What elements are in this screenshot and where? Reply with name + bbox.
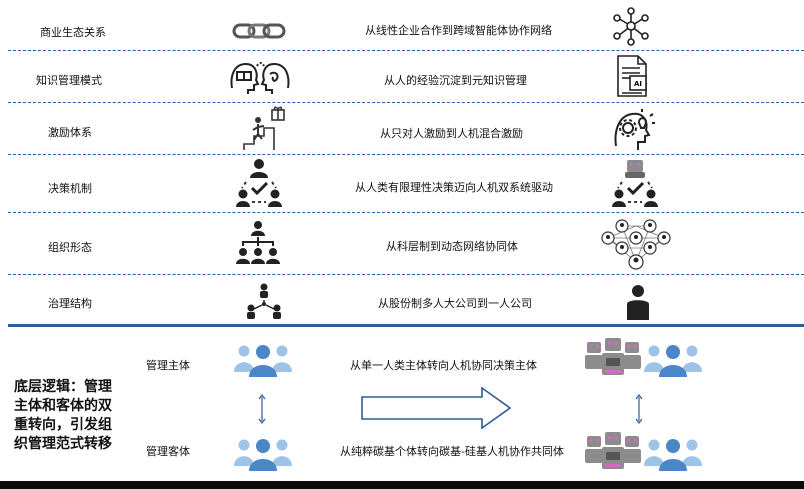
people-group-icon bbox=[644, 342, 702, 382]
row-label: 决策机制 bbox=[48, 182, 92, 195]
people-group-icon bbox=[234, 436, 292, 476]
row-decision-mechanism: 决策机制 从人类有限理性决策迈向人机双系统驱动 bbox=[0, 156, 804, 214]
robot-decision-icon bbox=[612, 158, 658, 212]
row-label: 激励体系 bbox=[48, 126, 92, 139]
hierarchy-org-icon bbox=[236, 220, 280, 270]
head-gear-bulb-icon bbox=[612, 106, 658, 156]
row-desc: 从人的经验沉淀到元知识管理 bbox=[384, 74, 527, 87]
row-label: 组织形态 bbox=[48, 241, 92, 254]
chain-link-icon bbox=[232, 20, 286, 48]
row-business-ecosystem: 商业生态关系 从线性企业合作到跨域智能体协作网络 bbox=[0, 0, 804, 52]
ai-document-icon: AI bbox=[612, 54, 652, 102]
bottom-bar bbox=[0, 481, 804, 489]
row-organization-form: 组织形态 从科层制到动态网络协同体 bbox=[0, 214, 804, 274]
object-shift-desc: 从纯粹碳基个体转向碳基-硅基人机协作共同体 bbox=[340, 445, 564, 458]
row-label: 商业生态关系 bbox=[40, 26, 106, 39]
shareholder-structure-icon bbox=[244, 282, 284, 326]
row-separator bbox=[8, 154, 804, 155]
section-divider bbox=[8, 324, 804, 327]
people-group-icon bbox=[234, 342, 292, 382]
double-arrow-icon bbox=[257, 394, 267, 428]
bottom-logic-summary: 底层逻辑：管理主体和客体的双重转向，引发组织管理范式转移 bbox=[14, 379, 112, 452]
double-arrow-icon bbox=[634, 394, 644, 428]
management-object-label: 管理客体 bbox=[146, 445, 190, 458]
single-person-icon bbox=[624, 284, 652, 324]
row-desc: 从只对人激励到人机混合激励 bbox=[380, 127, 523, 140]
row-label: 知识管理模式 bbox=[36, 74, 102, 87]
stairs-reward-icon bbox=[242, 106, 288, 156]
row-knowledge-management: 知识管理模式 从人的经验沉淀到元知识管理 AI bbox=[0, 52, 804, 102]
row-separator bbox=[8, 212, 804, 213]
row-desc: 从科层制到动态网络协同体 bbox=[386, 240, 518, 253]
management-subject-label: 管理主体 bbox=[146, 359, 190, 372]
robot-group-icon bbox=[584, 430, 642, 476]
subject-shift-desc: 从单一人类主体转向人机协同决策主体 bbox=[350, 359, 537, 372]
row-separator bbox=[8, 50, 804, 51]
people-group-icon bbox=[644, 436, 702, 476]
robot-group-icon bbox=[584, 336, 642, 382]
row-governance-structure: 治理结构 从股份制多人大公司到一人公司 bbox=[0, 276, 804, 324]
svg-text:AI: AI bbox=[634, 80, 642, 88]
row-incentive-system: 激励体系 从只对人激励到人机混合激励 bbox=[0, 104, 804, 154]
row-separator bbox=[8, 274, 804, 275]
group-decision-icon bbox=[236, 158, 282, 212]
dynamic-network-icon bbox=[596, 216, 676, 276]
row-separator bbox=[8, 102, 804, 103]
transition-arrow-icon bbox=[360, 386, 512, 434]
row-label: 治理结构 bbox=[48, 297, 92, 310]
network-hub-icon bbox=[612, 6, 650, 50]
row-desc: 从人类有限理性决策迈向人机双系统驱动 bbox=[355, 181, 553, 194]
row-desc: 从股份制多人大公司到一人公司 bbox=[378, 297, 532, 310]
knowledge-heads-icon bbox=[228, 58, 292, 100]
row-desc: 从线性企业合作到跨域智能体协作网络 bbox=[365, 24, 552, 37]
